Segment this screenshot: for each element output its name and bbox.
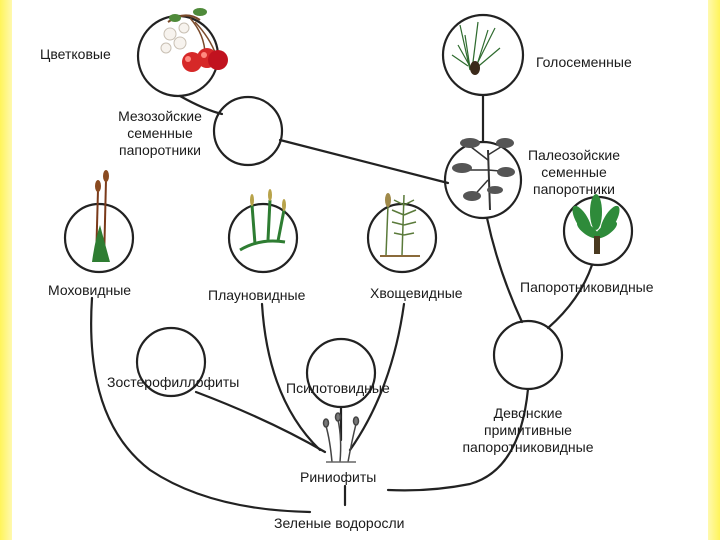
conifer-icon <box>451 21 501 75</box>
node-circle-plaunovidnye <box>227 202 299 274</box>
label-paleozoyskie: Палеозойские семенные папоротники <box>512 147 636 198</box>
label-psilotovidnye: Псилотовидные <box>286 380 390 396</box>
label-paleozoyskie-line2: семенные <box>541 164 607 180</box>
label-devonskie-line2: примитивные <box>484 422 572 438</box>
moss-icon <box>92 170 110 263</box>
label-paleozoyskie-line1: Палеозойские <box>527 147 621 163</box>
node-circle-mezozoyskie <box>212 95 284 167</box>
label-plaunovidnye: Плауновидные <box>208 287 306 303</box>
label-devonskie-line3: папоротниковидные <box>462 439 594 455</box>
edge-plaunovidnye-riniofity <box>260 302 322 452</box>
seed-fern-icon <box>452 138 515 211</box>
label-mezozoyskie: Мезозойские семенные папоротники <box>100 108 220 159</box>
cherry-flower-icon <box>160 8 228 72</box>
node-circle-paleozoyskie <box>443 140 523 220</box>
label-khvoshchevidnye: Хвощевидные <box>370 285 463 301</box>
edge-khvoshchevidnye-riniofity <box>348 302 406 452</box>
edge-mezozoyskie-paleozoyskie <box>278 138 450 185</box>
label-zelenye-vodorosli: Зеленые водоросли <box>274 515 405 531</box>
node-circle-mokhovidnye <box>63 202 135 274</box>
node-circle-zosterofillofity <box>135 326 207 398</box>
node-circle-golosemennye <box>441 13 525 97</box>
horsetail-icon <box>380 193 420 257</box>
edge-paporotnikovidnye-devonskie <box>546 263 594 330</box>
label-mezozoyskie-line1: Мезозойские <box>118 108 202 124</box>
fern-icon <box>572 194 620 254</box>
label-mezozoyskie-line3: папоротники <box>119 142 201 158</box>
label-devonskie: Девонские примитивные папоротниковидные <box>448 405 608 456</box>
label-zosterofillofity: Зостерофиллофиты <box>107 374 240 390</box>
clubmoss-icon <box>239 189 286 252</box>
label-paporotnikovidnye: Папоротниковидные <box>520 279 654 295</box>
label-tsvetkovye: Цветковые <box>40 46 111 62</box>
rhyniophyte-icon <box>322 412 360 463</box>
edge-mezozoyskie-tsvetkovye <box>178 94 224 116</box>
edge-devonskie-riniofity <box>386 387 530 492</box>
label-devonskie-line1: Девонские <box>493 405 563 421</box>
edge-mokhovidnye-vodorosli <box>90 296 312 514</box>
edge-zosterofillofity-riniofity <box>194 390 327 454</box>
label-mokhovidnye: Моховидные <box>48 282 132 298</box>
label-mezozoyskie-line2: семенные <box>127 125 193 141</box>
label-golosemennye: Голосеменные <box>536 54 632 70</box>
label-paleozoyskie-line3: папоротники <box>533 181 615 197</box>
edge-paleozoyskie-devonskie <box>485 216 524 324</box>
node-circle-devonskie <box>492 319 564 391</box>
label-riniofity: Риниофиты <box>300 469 377 485</box>
